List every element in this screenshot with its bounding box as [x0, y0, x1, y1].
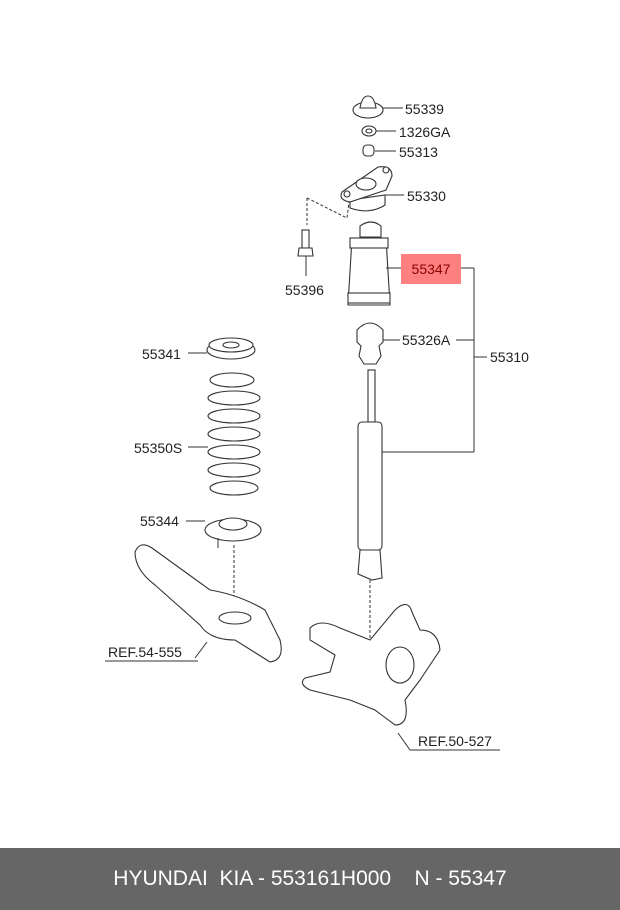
footer-caption: HYUNDAI KIA - 553161H000 N - 55347 [0, 848, 620, 910]
part-55350S[interactable] [207, 372, 261, 496]
label-55326A: 55326A [402, 332, 451, 348]
label-55330: 55330 [407, 188, 446, 204]
footer-part-number: HYUNDAI KIA - 553161H000 [113, 867, 392, 890]
label-1326GA: 1326GA [399, 124, 451, 140]
part-55347[interactable] [347, 221, 391, 306]
part-55344[interactable] [204, 517, 262, 548]
footer-separator [391, 867, 414, 891]
part-55310-shock[interactable] [357, 369, 383, 581]
part-55326A[interactable] [356, 322, 384, 365]
part-55313[interactable] [362, 144, 375, 157]
label-55350S: 55350S [134, 440, 182, 456]
ref-54-555[interactable]: REF.54-555 [108, 644, 182, 660]
ref-50-527[interactable]: REF.50-527 [418, 733, 492, 749]
part-55341[interactable] [206, 337, 256, 360]
part-1326GA[interactable] [361, 125, 377, 137]
label-55396: 55396 [285, 282, 324, 298]
label-55344: 55344 [140, 513, 179, 529]
label-55310: 55310 [490, 349, 529, 365]
footer-reference-number: N - 55347 [414, 867, 507, 890]
label-55341: 55341 [142, 346, 181, 362]
highlight-box [401, 254, 461, 284]
label-55339: 55339 [405, 101, 444, 117]
label-55347[interactable]: 55347 [412, 261, 451, 277]
label-55313: 55313 [399, 144, 438, 160]
lower-arm[interactable] [134, 544, 282, 663]
knuckle[interactable] [301, 603, 441, 726]
part-55330[interactable] [340, 166, 393, 212]
parts-diagram: 55339 1326GA 55313 55330 55396 55347 553… [105, 95, 529, 751]
part-55396[interactable] [297, 229, 314, 257]
part-55339[interactable] [352, 95, 384, 119]
